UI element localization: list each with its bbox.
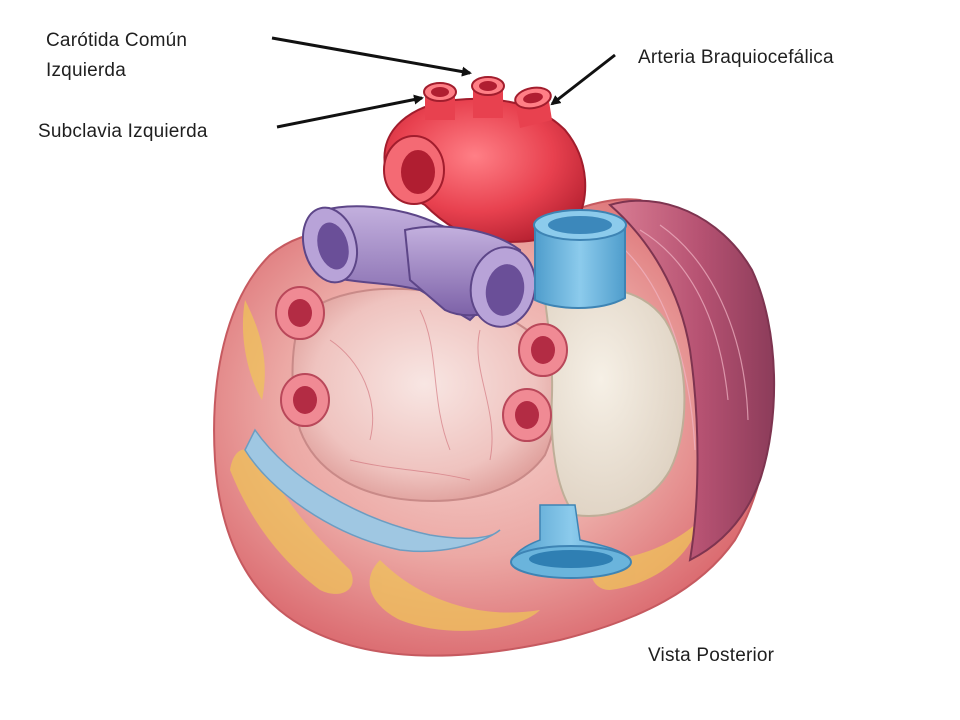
pulmonary-arteries	[302, 205, 537, 328]
label-arteria-braquiocefalica: Arteria Braquiocefálica	[638, 47, 834, 68]
label-carotida-line2: Izquierda	[46, 60, 126, 81]
label-vista-posterior: Vista Posterior	[648, 645, 775, 666]
label-carotida-line1: Carótida Común	[46, 30, 188, 51]
label-subclavia-izquierda: Subclavia Izquierda	[38, 121, 208, 142]
aortic-arch	[383, 76, 587, 243]
superior-vena-cava	[533, 209, 627, 309]
label-carotida-comun-izquierda: Carótida Común Izquierda	[46, 26, 187, 86]
coronary-sinus	[244, 428, 501, 553]
left-ventricle	[607, 199, 776, 562]
right-atrium	[543, 287, 686, 517]
arrow-subclavia	[276, 94, 424, 129]
arrow-braquiocefalica	[550, 53, 616, 106]
arrow-carotida	[271, 36, 472, 77]
annotation-arrows	[271, 36, 616, 129]
pulmonary-vein-openings	[275, 286, 568, 442]
inferior-vena-cava	[510, 504, 632, 579]
